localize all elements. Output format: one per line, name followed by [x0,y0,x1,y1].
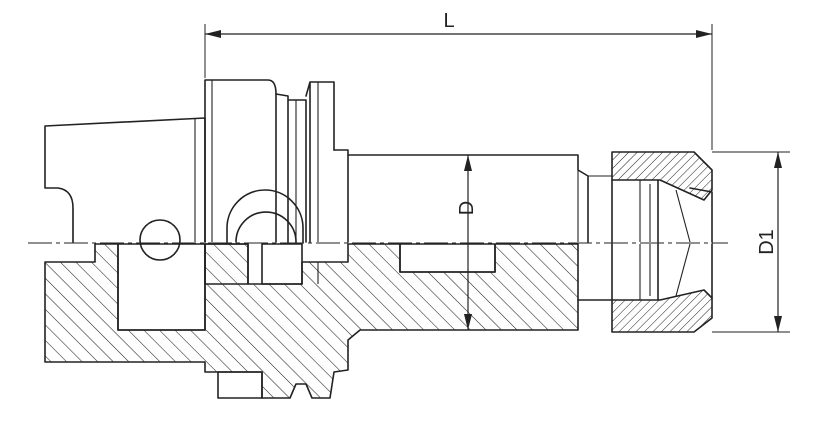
collet-nut-upper [611,151,713,201]
label-length: L [443,10,454,32]
arrow-d1-bottom [774,316,782,332]
arrow-d1-top [774,152,782,168]
key-slot-lower [217,371,263,399]
label-bore-diameter: D [456,201,478,215]
collet-upper [611,179,713,243]
collet-nut-lower [611,289,713,333]
arrow-l-left [205,30,221,38]
arrow-l-right [696,30,712,38]
collet-taper-line [675,189,691,243]
shank-bore-step [399,243,496,273]
inner-bore [117,243,206,331]
body-upper [333,149,349,243]
collet-taper-line-lower [675,243,691,297]
radial-pocket [261,243,303,285]
upper-half-view [44,79,713,261]
flange-groove [275,81,335,243]
section-body [44,243,579,399]
dimension-length: L [204,10,713,150]
drive-key-slot [204,243,249,285]
arrow-d-top [464,155,472,171]
drive-slot [226,189,304,243]
collet-lower [577,243,713,301]
lower-half-section [44,243,713,399]
drive-slot-inner [235,211,297,243]
hsk-taper-shank [44,117,206,243]
dimension-nut-diameter: D1 [712,151,790,333]
flange-upper [204,79,277,243]
dimension-bore-diameter: D [456,155,478,330]
label-nut-diameter: D1 [756,229,778,255]
cross-hole [139,219,181,261]
arrow-d-bottom [464,314,472,330]
